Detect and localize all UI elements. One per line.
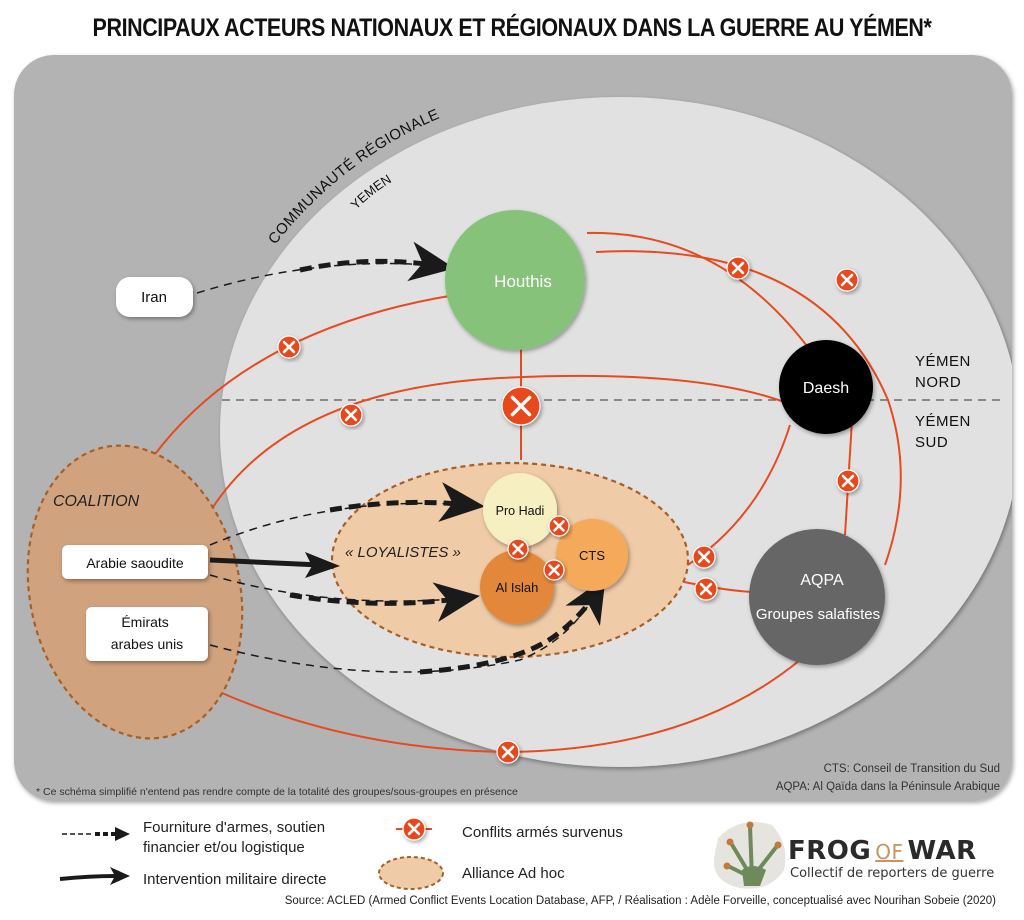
conflict-marker-coalition-aqpa (496, 740, 520, 764)
conflict-markers (277, 256, 860, 764)
conflict-marker-alislah-cts (543, 559, 565, 581)
loyalists-label: « LOYALISTES » (345, 544, 461, 561)
legend-military-arrow-icon (59, 867, 130, 885)
daesh-label: Daesh (803, 380, 849, 397)
footnote: * Ce schéma simplifié n'entend pas rendr… (36, 786, 518, 798)
support-arrows (196, 241, 606, 675)
cts-node[interactable]: CTS (556, 519, 628, 591)
houthis-label: Houthis (494, 272, 552, 291)
yemen-zone (220, 97, 1012, 767)
conflict-marker-houthis-daesh (726, 256, 750, 280)
abbreviation-cts: CTS: Conseil de Transition du Sud (823, 763, 1000, 775)
yemen-north-label: YÉMEN NORD (915, 353, 976, 391)
pro-hadi-label: Pro Hadi (496, 504, 545, 518)
saudi-arabia-box[interactable]: Arabie saoudite (62, 545, 208, 579)
legend-alliance-label: Alliance Ad hoc (462, 865, 565, 882)
coalition-alliance (26, 444, 244, 740)
conflict-marker-coalition-daesh (339, 403, 363, 427)
yemen-south-label: YÉMEN SUD (915, 413, 976, 451)
logo-tagline: Collectif de reporters de guerre (790, 866, 995, 881)
al-islah-node[interactable]: Al Islah (480, 550, 554, 624)
uae-label: Émirats arabes unis (111, 614, 183, 652)
conflict-marker-loyalists-aqpa (694, 577, 718, 601)
conflict-marker-houthis-aqpa (835, 268, 859, 292)
abbreviation-aqpa: AQPA: Al Qaïda dans la Péninsule Arabiqu… (775, 781, 1000, 793)
legend-conflict-label: Conflits armés survenus (462, 824, 623, 841)
conflict-marker-prohadi-alislah (507, 538, 529, 560)
cts-label: CTS (579, 548, 605, 563)
legend-support-line2: financier et/ou logistique (143, 839, 305, 856)
legend-support-label: Fourniture d'armes, soutien financier et… (143, 818, 325, 858)
al-islah-label: Al Islah (496, 580, 539, 595)
support-arrow-saudi-alislah (209, 574, 466, 602)
pro-hadi-node[interactable]: Pro Hadi (483, 473, 557, 547)
conflict-marker-prohadi-cts (548, 515, 570, 537)
daesh-node[interactable]: Daesh (779, 340, 873, 434)
page-title: PRINCIPAUX ACTEURS NATIONAUX ET RÉGIONAU… (92, 14, 932, 42)
legend-alliance-icon (378, 856, 444, 890)
conflict-marker-daesh-aqpa (836, 469, 860, 493)
legend-conflict-marker-icon (402, 817, 426, 841)
legend-military-label: Intervention militaire directe (143, 871, 327, 888)
aqpa-sub-label: Groupes salafistes (756, 606, 880, 623)
source-credit: Source: ACLED (Armed Conflict Events Loc… (284, 895, 996, 907)
conflict-marker-coalition-houthis (277, 335, 301, 359)
conflict-line-coalition-daesh (204, 374, 793, 521)
legend-support-line1: Fourniture d'armes, soutien (143, 819, 326, 836)
legend-support-arrow-icon (62, 827, 130, 841)
saudi-arabia-label: Arabie saoudite (86, 555, 184, 571)
conflict-marker-daesh-loyalists (692, 545, 716, 569)
conflict-line-houthis-daesh (586, 231, 811, 351)
uae-box[interactable]: Émirats arabes unis (86, 607, 208, 661)
iran-box[interactable]: Iran (116, 277, 193, 317)
logo-war: WAR (907, 836, 977, 866)
iran-label: Iran (141, 289, 167, 306)
legend (59, 817, 444, 890)
logo-of: OF (875, 840, 904, 864)
aqpa-node[interactable]: AQPA Groupes salafistes (749, 529, 885, 665)
conflict-line-houthis-aqpa (595, 250, 902, 566)
frog-of-war-logo-icon (713, 821, 786, 889)
military-arrow-saudi-loyalists (209, 552, 340, 578)
conflict-line-coalition-houthis (144, 294, 456, 469)
aqpa-label: AQPA (800, 572, 844, 589)
logo-frog: FROG (788, 836, 872, 866)
coalition-label: COALITION (53, 493, 140, 510)
houthis-node[interactable]: Houthis (445, 210, 585, 350)
conflict-marker-houthis-loyalists (501, 386, 541, 426)
abbreviations: CTS: Conseil de Transition du Sud AQPA: … (776, 760, 1000, 796)
